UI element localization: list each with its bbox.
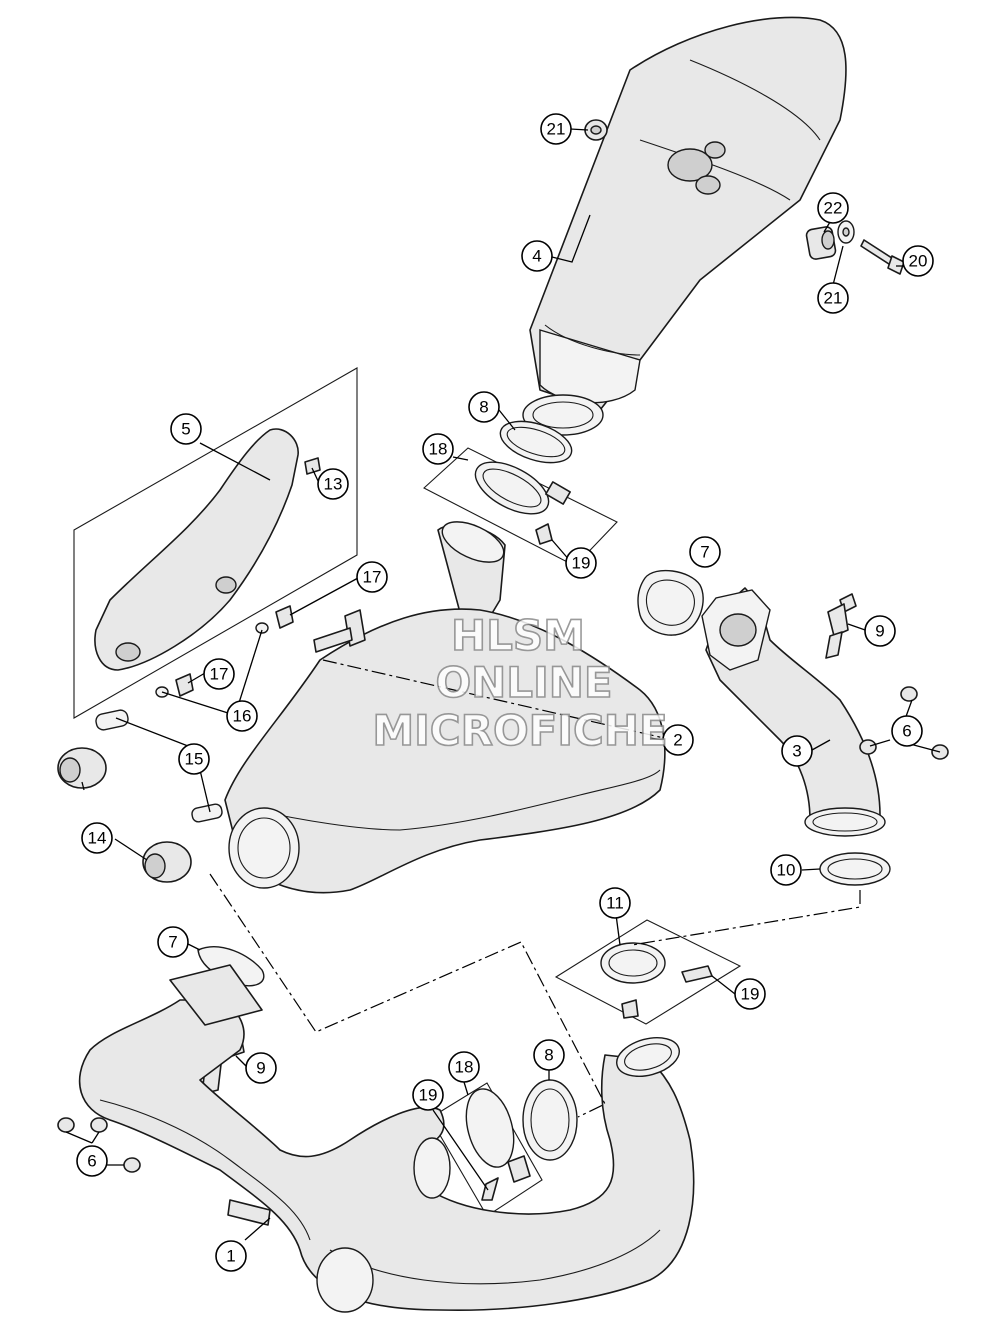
callout-9-upper-label: 9 bbox=[875, 622, 884, 641]
callout-11[interactable]: 11 bbox=[599, 887, 631, 919]
callout-14[interactable]: 14 bbox=[81, 822, 113, 854]
gasket-ring-lower-8 bbox=[522, 1079, 578, 1161]
callout-8-lower-label: 8 bbox=[544, 1046, 553, 1065]
callout-19-lower[interactable]: 19 bbox=[412, 1079, 444, 1111]
callout-16[interactable]: 16 bbox=[226, 700, 258, 732]
exhaust-gasket-upper-7 bbox=[637, 569, 704, 636]
washer-21 bbox=[837, 220, 855, 244]
watermark-line-1: HLSM bbox=[451, 611, 585, 660]
callout-21-upper[interactable]: 21 bbox=[540, 113, 572, 145]
callout-14-label: 14 bbox=[88, 829, 107, 848]
gasket-ring-10 bbox=[819, 852, 891, 886]
callout-22[interactable]: 22 bbox=[817, 192, 849, 224]
callout-6-lower-label: 6 bbox=[87, 1152, 96, 1171]
clamp-kit-11 bbox=[554, 919, 742, 1025]
heat-shield-kit-5 bbox=[73, 367, 358, 719]
callout-20[interactable]: 20 bbox=[902, 245, 934, 277]
callout-1[interactable]: 1 bbox=[215, 1240, 247, 1272]
callout-21-upper-label: 21 bbox=[547, 120, 566, 139]
watermark: HLSM ONLINE MICROFICHE bbox=[372, 610, 669, 756]
callout-8-lower[interactable]: 8 bbox=[533, 1039, 565, 1071]
clamp-kit-lower-18 bbox=[429, 1082, 543, 1217]
muffler-bushing-21 bbox=[584, 119, 608, 141]
callout-18-upper-label: 18 bbox=[429, 440, 448, 459]
callout-10[interactable]: 10 bbox=[770, 854, 802, 886]
callout-8-upper[interactable]: 8 bbox=[468, 391, 500, 423]
lambda-sensor-upper-9 bbox=[825, 593, 857, 659]
callout-18-lower-label: 18 bbox=[455, 1058, 474, 1077]
callout-18-upper[interactable]: 18 bbox=[422, 433, 454, 465]
callout-5[interactable]: 5 bbox=[170, 413, 202, 445]
clip-17-upper bbox=[275, 605, 294, 629]
header-pipe-system-1 bbox=[78, 964, 695, 1313]
callout-19-middle[interactable]: 19 bbox=[734, 978, 766, 1010]
clamp-kit-upper-18 bbox=[423, 447, 618, 567]
callout-21-lower[interactable]: 21 bbox=[817, 282, 849, 314]
callout-17-lower[interactable]: 17 bbox=[203, 658, 235, 690]
callout-9-upper[interactable]: 9 bbox=[864, 615, 896, 647]
callout-2[interactable]: 2 bbox=[662, 724, 694, 756]
muffler-silencer bbox=[522, 16, 847, 436]
callout-20-label: 20 bbox=[909, 252, 928, 271]
callout-7-upper-label: 7 bbox=[700, 543, 709, 562]
end-caps-14 bbox=[57, 747, 192, 883]
callout-19-lower-label: 19 bbox=[419, 1086, 438, 1105]
clip-17-lower bbox=[175, 673, 194, 697]
callout-4[interactable]: 4 bbox=[521, 240, 553, 272]
spacer-sleeves-15 bbox=[95, 709, 223, 823]
bolt-20 bbox=[860, 239, 905, 275]
callout-8-upper-label: 8 bbox=[479, 398, 488, 417]
callout-1-label: 1 bbox=[226, 1247, 235, 1266]
rubber-mount-22 bbox=[805, 226, 837, 260]
callout-2-label: 2 bbox=[673, 731, 682, 750]
callout-16-label: 16 bbox=[233, 707, 252, 726]
callout-6-upper[interactable]: 6 bbox=[891, 715, 923, 747]
callout-7-upper[interactable]: 7 bbox=[689, 536, 721, 568]
callout-13-label: 13 bbox=[324, 475, 343, 494]
callout-15-label: 15 bbox=[185, 750, 204, 769]
callout-17-lower-label: 17 bbox=[210, 665, 229, 684]
callout-19-upper[interactable]: 19 bbox=[565, 547, 597, 579]
callout-7-lower[interactable]: 7 bbox=[157, 926, 189, 958]
callout-6-upper-label: 6 bbox=[902, 722, 911, 741]
callout-10-label: 10 bbox=[777, 861, 796, 880]
callout-15[interactable]: 15 bbox=[178, 743, 210, 775]
watermark-line-3: MICROFICHE bbox=[372, 706, 667, 755]
callout-4-label: 4 bbox=[532, 247, 541, 266]
callout-19-upper-label: 19 bbox=[572, 554, 591, 573]
callout-21-lower-label: 21 bbox=[824, 289, 843, 308]
callout-3-label: 3 bbox=[792, 742, 801, 761]
gasket-ring-upper-8 bbox=[499, 420, 573, 464]
callout-18-lower[interactable]: 18 bbox=[448, 1051, 480, 1083]
catalytic-box-2 bbox=[224, 521, 666, 894]
callout-7-lower-label: 7 bbox=[168, 933, 177, 952]
callout-17-upper[interactable]: 17 bbox=[356, 561, 388, 593]
callout-5-label: 5 bbox=[181, 420, 190, 439]
callout-17-upper-label: 17 bbox=[363, 568, 382, 587]
assembly-lines bbox=[209, 659, 861, 1118]
nuts-lower-6 bbox=[57, 1117, 141, 1173]
callout-11-label: 11 bbox=[606, 894, 624, 913]
callout-9-lower-label: 9 bbox=[256, 1059, 265, 1078]
callout-3[interactable]: 3 bbox=[781, 735, 813, 767]
callout-13[interactable]: 13 bbox=[317, 468, 349, 500]
header-pipe-right-3 bbox=[701, 587, 886, 837]
callout-19-middle-label: 19 bbox=[741, 985, 760, 1004]
callout-9-lower[interactable]: 9 bbox=[245, 1052, 277, 1084]
callout-6-lower[interactable]: 6 bbox=[76, 1145, 108, 1177]
watermark-line-2: ONLINE bbox=[435, 658, 612, 707]
callout-22-label: 22 bbox=[824, 199, 843, 218]
